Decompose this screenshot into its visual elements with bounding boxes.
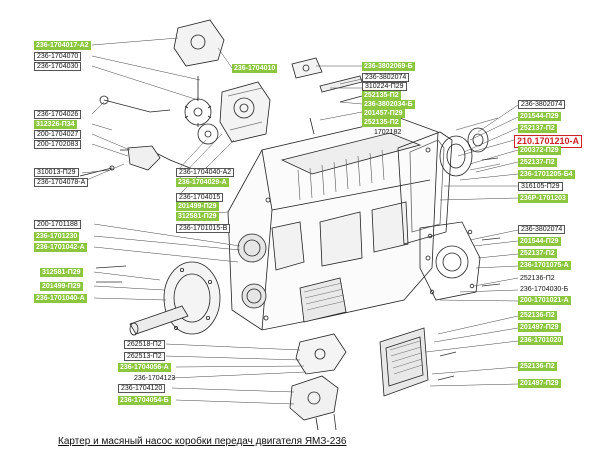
idler-shaft xyxy=(291,57,363,135)
callout-label: 236-3802069-Б xyxy=(362,62,415,71)
callout-label: 236-1701020 xyxy=(518,336,564,345)
callout-label: 201499-П29 xyxy=(176,202,219,211)
leader-lines xyxy=(81,37,519,405)
callout-label: 236-3802074 xyxy=(518,225,566,234)
callout-label: 236-1704040-А2 xyxy=(176,168,235,177)
callout-label: 236-3802074 xyxy=(362,73,410,82)
callout-label: 252137-П2 xyxy=(518,158,557,167)
callout-label: 236-1701230 xyxy=(34,232,80,241)
callout-label: 252137-П2 xyxy=(518,249,557,258)
callout-label: 200-1701188 xyxy=(34,220,81,229)
side-cover xyxy=(419,221,481,301)
callout-label: 236-1701075-А xyxy=(518,261,571,270)
callout-label: 236-1701205-Б4 xyxy=(518,170,575,179)
callout-label: 312581-П29 xyxy=(176,212,219,221)
callout-label: 252137-П2 xyxy=(518,124,557,133)
callout-label: 201457-П29 xyxy=(362,109,405,118)
callout-label: 236-1701042-А xyxy=(34,243,87,252)
callout-label: 252136-П2 xyxy=(520,275,555,282)
callout-label: 236-1704056-А xyxy=(118,363,171,372)
diagram-caption: Картер и масяный насос коробки передач д… xyxy=(58,436,347,447)
callout-label: 236-1704029-А xyxy=(176,178,229,187)
callout-label: 236-1704015 xyxy=(176,193,224,202)
callout-label: 310224-П29 xyxy=(362,82,407,91)
callout-label: 236-1701040-А xyxy=(34,294,87,303)
callout-label: 201497-П29 xyxy=(518,323,561,332)
callout-label: 201499-П29 xyxy=(40,282,83,291)
callout-label: 252135-П2 xyxy=(362,118,401,127)
callout-label: 200372-П29 xyxy=(518,146,561,155)
callout-label: 200-1701021-А xyxy=(518,296,571,305)
pump-gear-left xyxy=(184,97,212,127)
callout-label: 236-1704070 xyxy=(34,52,82,61)
callout-label: 262518-П2 xyxy=(124,340,165,349)
callout-label: 262513-П2 xyxy=(124,352,165,361)
bottom-cover xyxy=(289,333,347,431)
callout-label: 236-3802034-Б xyxy=(362,100,415,109)
callout-label: 312326-П34 xyxy=(34,120,77,129)
callout-label: 236-1704120 xyxy=(118,384,166,393)
callout-label: 252136-П2 xyxy=(518,362,557,371)
callout-label: 201544-П29 xyxy=(518,237,561,246)
callout-label: 236-1704026 xyxy=(34,110,82,119)
gearbox-housing xyxy=(227,117,439,331)
pump-gear-right xyxy=(197,123,219,145)
callout-label: 236-1704017-А2 xyxy=(34,41,91,50)
callout-label: 236-1704010 xyxy=(232,64,278,73)
callout-label: 236Р-1701203 xyxy=(518,194,568,203)
callout-label: 1702182 xyxy=(374,129,402,136)
callout-label: 201497-П29 xyxy=(518,379,561,388)
callout-label: 201544-П29 xyxy=(518,112,561,121)
callout-label: 200-1704027 xyxy=(34,130,82,139)
inspection-cover xyxy=(379,327,429,397)
callout-label: 200-1702083 xyxy=(34,140,82,149)
callout-label: 310013-П29 xyxy=(34,168,79,177)
callout-label: 316105-П29 xyxy=(518,182,563,191)
callout-label: 252136-П2 xyxy=(518,311,557,320)
callout-label: 236-1704030 xyxy=(34,62,82,71)
callout-label: 236-1704030-Б xyxy=(520,286,569,293)
callout-label: 236-1704123 xyxy=(134,375,176,382)
callout-label: 312581-П29 xyxy=(40,268,83,277)
oil-pump-assembly xyxy=(79,19,271,177)
front-flange xyxy=(129,261,221,336)
callout-label: 236-3802074 xyxy=(518,100,566,109)
callout-label: 236-1704078-А xyxy=(34,178,89,187)
callout-label: 236-1701015-В xyxy=(176,224,231,233)
bolts xyxy=(95,157,501,431)
callout-label: 252135-П2 xyxy=(362,91,401,100)
callout-label: 236-1704054-Б xyxy=(118,396,171,405)
